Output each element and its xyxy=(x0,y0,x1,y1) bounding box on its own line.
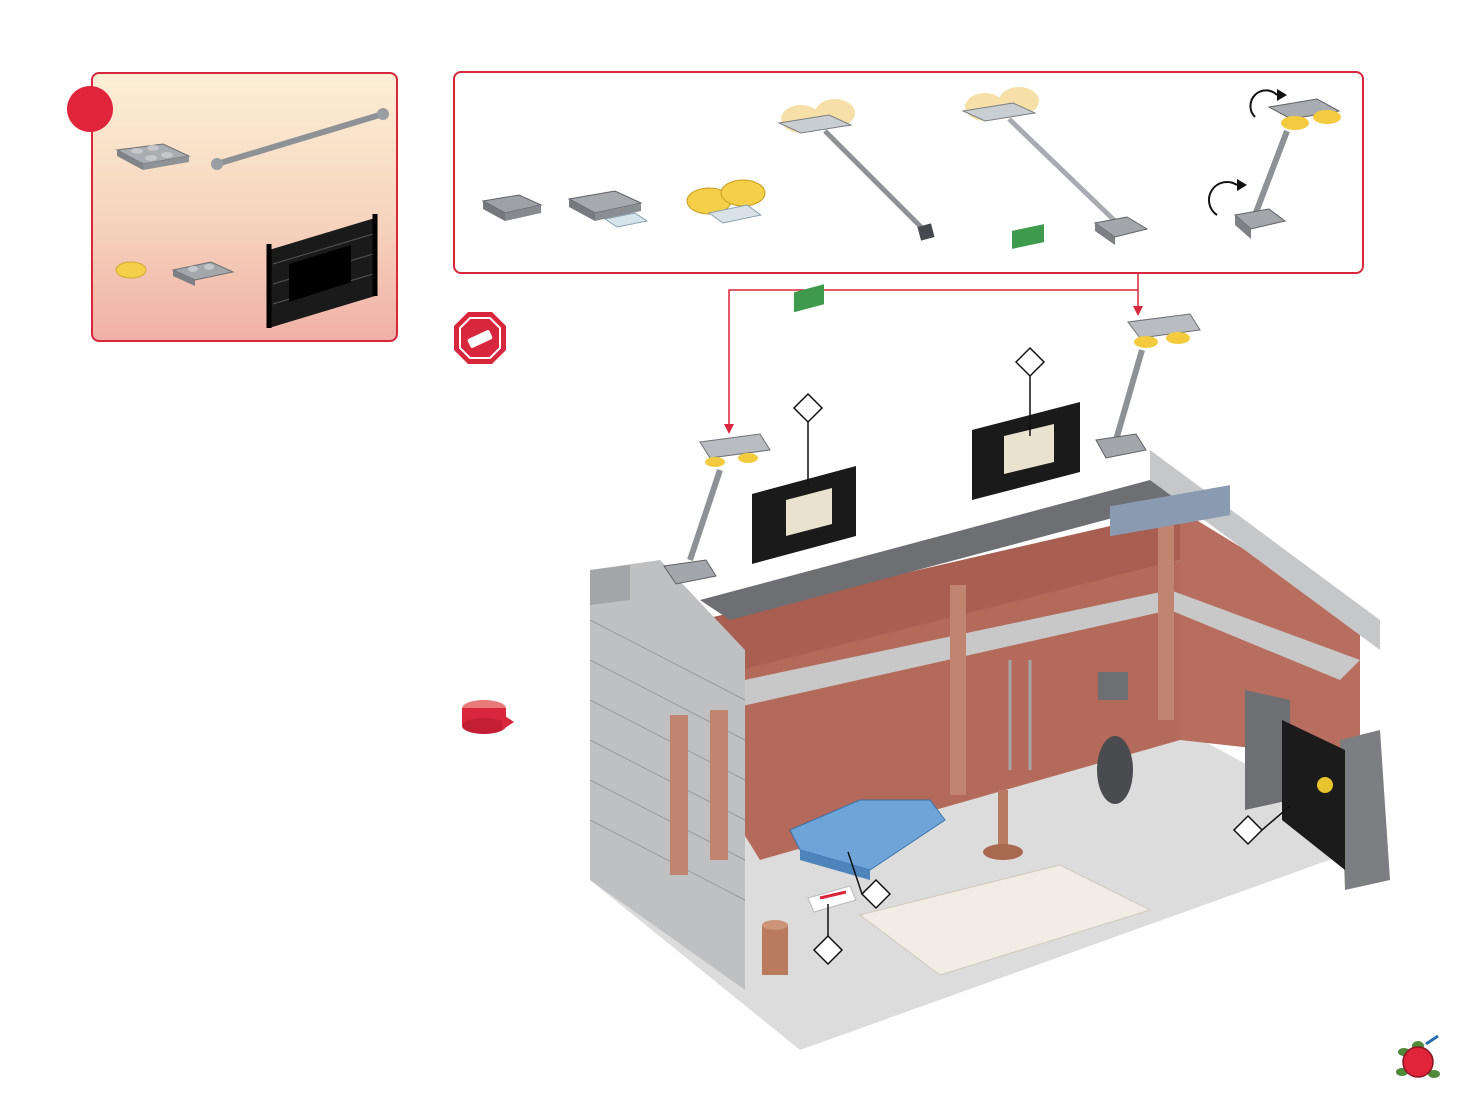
barrel xyxy=(762,920,788,975)
turtle-logo-icon xyxy=(1396,1034,1442,1084)
stop-hand-icon xyxy=(452,310,508,366)
lamp-right xyxy=(1096,314,1200,458)
rotate-model-icon xyxy=(456,694,516,740)
callout-sign-left xyxy=(794,394,822,486)
sign-left xyxy=(752,284,856,564)
